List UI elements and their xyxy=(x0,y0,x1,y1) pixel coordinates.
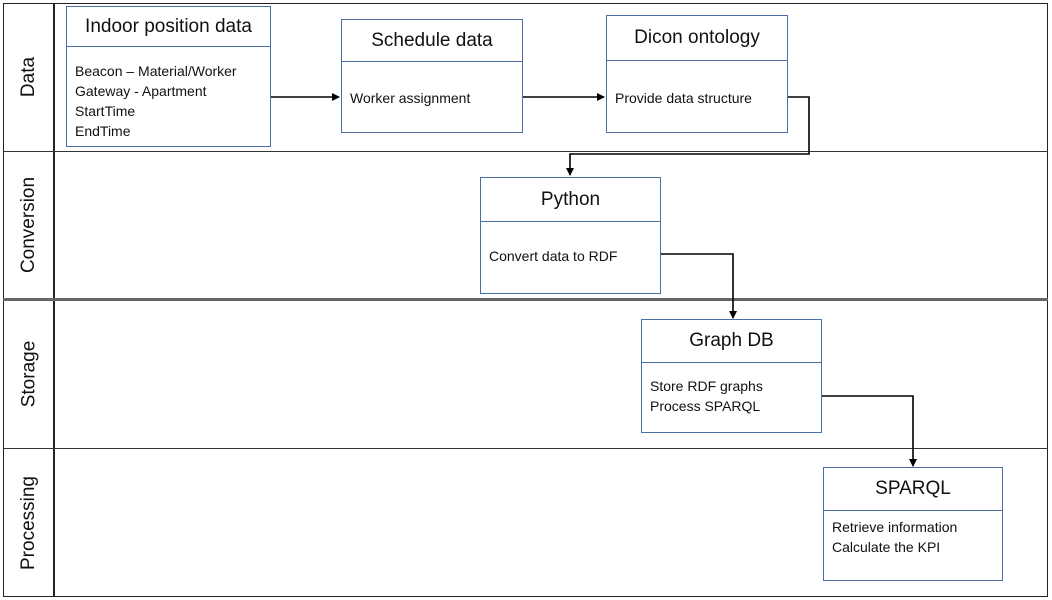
box-python: Python Convert data to RDF xyxy=(480,177,661,294)
box-line: Beacon – Material/Worker xyxy=(75,63,237,79)
box-title: SPARQL xyxy=(824,468,1002,511)
box-body: Provide data structure xyxy=(607,82,787,132)
box-title: Dicon ontology xyxy=(607,16,787,61)
box-title: Indoor position data xyxy=(67,7,270,47)
box-dicon-ontology: Dicon ontology Provide data structure xyxy=(606,15,788,133)
box-graph-db: Graph DB Store RDF graphs Process SPARQL xyxy=(641,319,822,433)
box-body: Worker assignment xyxy=(342,82,522,132)
arrow-python-to-graphdb xyxy=(661,253,737,319)
arrow-dicon-to-python xyxy=(566,96,810,176)
lane-divider-data-conversion xyxy=(3,151,1048,152)
box-body: Convert data to RDF xyxy=(481,240,660,293)
box-line: EndTime xyxy=(75,123,131,139)
box-body: Retrieve information Calculate the KPI xyxy=(824,511,1002,580)
lane-divider-conversion-storage xyxy=(3,298,1048,301)
box-body: Store RDF graphs Process SPARQL xyxy=(642,370,821,432)
box-line: Gateway - Apartment xyxy=(75,83,207,99)
lane-divider-storage-processing xyxy=(3,448,1048,449)
box-body: Beacon – Material/Worker Gateway - Apart… xyxy=(67,55,270,146)
arrow-graphdb-to-sparql xyxy=(822,395,917,467)
box-schedule-data: Schedule data Worker assignment xyxy=(341,19,523,133)
box-title: Python xyxy=(481,178,660,222)
box-line: StartTime xyxy=(75,103,136,119)
box-title: Graph DB xyxy=(642,320,821,363)
box-line: Retrieve information xyxy=(832,519,958,535)
box-line: Process SPARQL xyxy=(650,398,761,414)
box-line: Convert data to RDF xyxy=(489,248,618,264)
box-indoor-position-data: Indoor position data Beacon – Material/W… xyxy=(66,6,271,147)
box-sparql: SPARQL Retrieve information Calculate th… xyxy=(823,467,1003,581)
box-line: Calculate the KPI xyxy=(832,539,941,555)
box-line: Worker assignment xyxy=(350,90,471,106)
box-line: Provide data structure xyxy=(615,90,752,106)
box-line: Store RDF graphs xyxy=(650,378,763,394)
box-title: Schedule data xyxy=(342,20,522,62)
